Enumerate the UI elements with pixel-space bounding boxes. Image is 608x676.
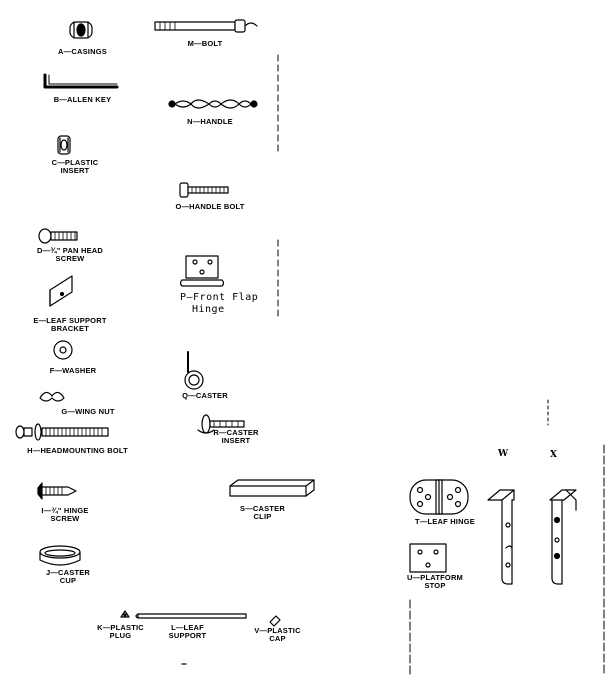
label-leaf-hinge: T—LEAF HINGE xyxy=(415,517,475,526)
bracket-x-illustration xyxy=(549,489,577,585)
caster-insert-illustration xyxy=(197,414,245,434)
caster-illustration xyxy=(184,351,204,390)
divider-lines xyxy=(277,54,605,676)
leaf-support-bracket-illustration xyxy=(49,275,73,307)
bolt-illustration xyxy=(154,19,258,33)
handle-bolt-illustration xyxy=(179,182,229,198)
caster-clip-illustration xyxy=(229,479,315,497)
label-headmounting-bolt: H—HEADMOUNTING BOLT xyxy=(27,446,128,455)
label-caster: Q—CASTER xyxy=(182,391,228,400)
allen-key-illustration xyxy=(43,73,119,89)
leaf-hinge-illustration xyxy=(409,479,469,515)
bracket-w-illustration xyxy=(487,489,515,585)
hinge-screw-illustration xyxy=(37,482,77,500)
plastic-insert-illustration xyxy=(57,135,71,155)
headmounting-bolt-illustration xyxy=(15,423,109,441)
plastic-cap-illustration xyxy=(269,615,281,627)
wing-nut-illustration xyxy=(39,391,65,402)
label-handle-bolt: O—HANDLE BOLT xyxy=(175,202,245,211)
caster-cup-illustration xyxy=(39,545,81,566)
label-bracket-x: X xyxy=(550,450,558,460)
label-casings: A—CASINGS xyxy=(58,47,107,56)
label-bolt: M—BOLT xyxy=(187,39,223,48)
washer-illustration xyxy=(53,340,73,360)
handle-illustration xyxy=(168,99,258,109)
front-flap-hinge-illustration xyxy=(179,255,225,287)
label-washer: F—WASHER xyxy=(49,366,97,375)
leaf-support-illustration xyxy=(135,613,247,619)
platform-stop-illustration xyxy=(409,543,447,573)
plastic-plug-illustration xyxy=(120,610,130,618)
casing-illustration xyxy=(69,21,93,39)
label-allen-key: B—ALLEN KEY xyxy=(53,95,112,104)
label-wing-nut: G—WING NUT xyxy=(61,407,115,416)
label-bracket-w: W xyxy=(498,449,509,459)
label-handle: N—HANDLE xyxy=(187,117,233,126)
pan-head-screw-illustration xyxy=(38,228,78,244)
